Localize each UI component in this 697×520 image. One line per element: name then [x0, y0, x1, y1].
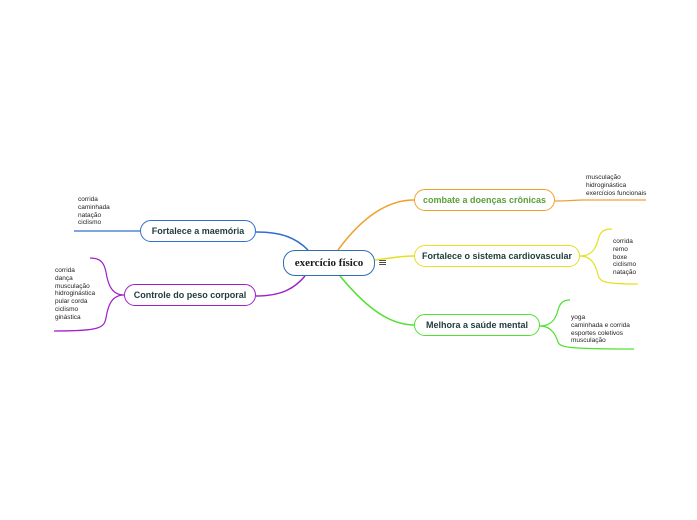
list-item[interactable]: corrida	[613, 238, 633, 245]
list-item[interactable]: musculação	[571, 337, 606, 345]
subtopics-maemoria: corrida caminhada natação ciclismo	[78, 196, 110, 227]
list-item[interactable]: dança	[55, 274, 73, 282]
subtopics-mental: yoga caminhada e corrida esportes coleti…	[571, 314, 630, 345]
list-item[interactable]: corrida	[78, 196, 98, 203]
connector-maemoria	[255, 231, 309, 251]
subtopics-peso: corrida dança musculação hidroginástica …	[55, 267, 95, 322]
list-item[interactable]: caminhada e corrida	[571, 321, 630, 329]
connector-cronicas	[337, 199, 415, 251]
list-item[interactable]: pular corda	[55, 298, 88, 306]
topic-fortalece-maemoria[interactable]: Fortalece a maemória	[140, 220, 256, 242]
central-topic[interactable]: exercício físico	[283, 250, 375, 276]
list-item[interactable]: exercícios funcionais	[586, 189, 647, 197]
leaf-connector-cardio	[579, 228, 639, 285]
list-item[interactable]: natação	[78, 211, 102, 219]
topic-fortalece-sistema-cardiovascular[interactable]: Fortalece o sistema cardiovascular	[414, 245, 580, 267]
list-item[interactable]: musculação	[55, 282, 90, 290]
list-item[interactable]: caminhada	[78, 203, 110, 211]
list-item[interactable]: boxe	[613, 253, 628, 261]
list-item[interactable]: ciclismo	[78, 219, 102, 227]
list-item[interactable]: ciclismo	[55, 305, 79, 313]
topic-combate-doencas-cronicas[interactable]: combate a doenças crônicas	[414, 189, 555, 211]
leaf-connector-cronicas	[554, 199, 646, 202]
list-item[interactable]: ginástica	[55, 313, 81, 321]
list-item[interactable]: natação	[613, 269, 637, 277]
connector-mental	[339, 275, 415, 326]
topic-controle-peso-corporal[interactable]: Controle do peso corporal	[124, 284, 256, 306]
list-item[interactable]: corrida	[55, 267, 75, 274]
list-item[interactable]: hidroginástica	[586, 181, 627, 189]
subtopics-cardio: corrida remo boxe ciclismo natação	[613, 238, 636, 277]
list-item[interactable]: remo	[613, 245, 628, 253]
list-item[interactable]: yoga	[571, 314, 586, 321]
connector-cardio	[374, 255, 415, 261]
leaf-connector-mental	[539, 299, 635, 350]
connector-peso	[255, 275, 306, 297]
subtopics-cronicas: musculação hidroginástica exercícios fun…	[586, 174, 646, 197]
list-item[interactable]: ciclismo	[613, 261, 637, 269]
list-item[interactable]: musculação	[586, 174, 621, 181]
leaf-connector-peso	[53, 257, 125, 332]
list-item[interactable]: esportes coletivos	[571, 329, 624, 337]
list-item[interactable]: hidroginástica	[55, 290, 96, 298]
topic-melhora-saude-mental[interactable]: Melhora a saúde mental	[414, 314, 540, 336]
hamburger-icon[interactable]: ≡	[378, 256, 388, 269]
